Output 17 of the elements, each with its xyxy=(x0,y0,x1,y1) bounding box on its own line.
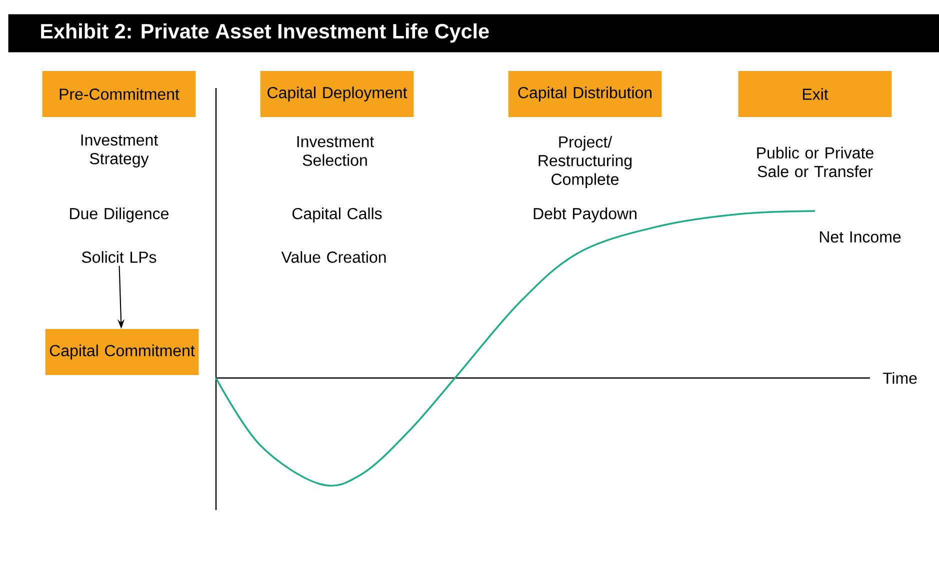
label-text: Project/ Restructuring Complete xyxy=(538,136,632,188)
stage-box: Capital Distribution xyxy=(508,71,662,117)
label-text: Investment Selection xyxy=(297,136,374,166)
label-text: Time xyxy=(882,372,917,384)
label-text: Debt Paydown xyxy=(534,208,636,222)
title-bar: Exhibit 2: Private Asset Investment Life Cycle xyxy=(8,14,939,52)
stage-box: Capital Commitment xyxy=(45,329,199,375)
stage-box: Capital Deployment xyxy=(260,71,414,117)
label-text: Net Income xyxy=(820,231,901,243)
label-text: Investment Strategy xyxy=(81,134,158,168)
label-text: Due Diligence xyxy=(70,208,168,222)
label-text: Capital Calls xyxy=(292,208,382,222)
step-text: Solicit LPs xyxy=(82,251,156,263)
stage-box: Exit xyxy=(738,71,892,117)
label-text: Value Creation xyxy=(281,251,386,263)
stage-box: Pre-Commitment xyxy=(42,71,196,117)
label-text: Public or Private Sale or Transfer xyxy=(757,146,874,178)
